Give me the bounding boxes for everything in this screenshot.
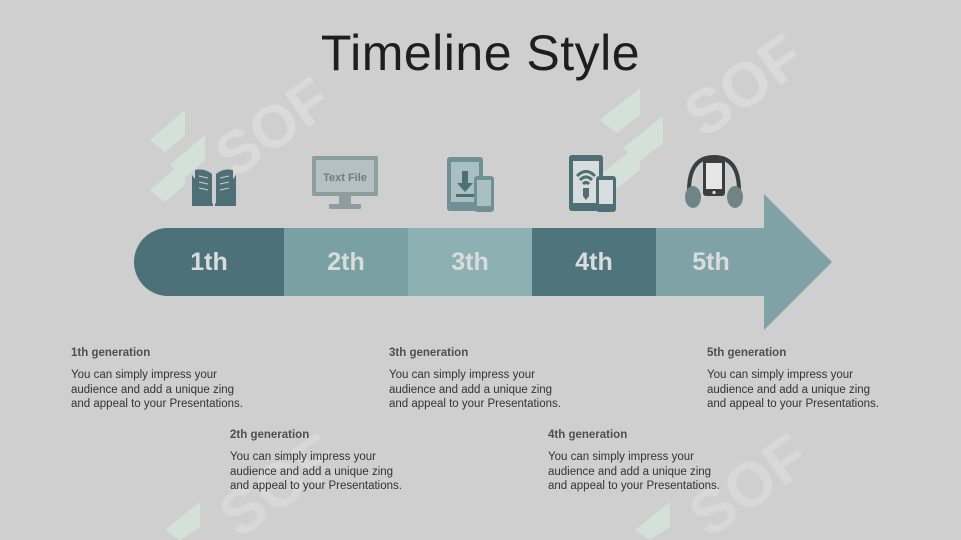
- segment-label: 2th: [327, 247, 365, 276]
- watermark-logo: SOF: [150, 380, 400, 540]
- segment-label: 5th: [692, 247, 730, 276]
- watermark-logo: SOF: [595, 0, 845, 210]
- generation-5: 5th generation You can simply impress yo…: [707, 347, 907, 412]
- generation-1: 1th generation You can simply impress yo…: [71, 347, 271, 412]
- timeline-segment-3: 3th: [408, 228, 532, 296]
- generation-description: You can simply impress your audience and…: [548, 451, 720, 492]
- generation-heading: 2th generation: [230, 429, 310, 441]
- timeline-segment-1: 1th: [134, 228, 284, 296]
- generation-4: 4th generation You can simply impress yo…: [548, 429, 748, 494]
- watermark-logo: SOF: [620, 380, 870, 540]
- generation-heading: 1th generation: [71, 347, 151, 359]
- generation-description: You can simply impress your audience and…: [71, 369, 243, 410]
- segment-label: 3th: [451, 247, 489, 276]
- devices-wifi-icon: [567, 154, 619, 214]
- timeline-segment-5: 5th: [656, 228, 766, 296]
- text-file-label: Text File: [323, 172, 367, 184]
- arrow-head: [764, 194, 834, 335]
- generation-2: 2th generation You can simply impress yo…: [230, 429, 430, 494]
- generation-heading: 3th generation: [389, 347, 469, 359]
- generation-description: You can simply impress your audience and…: [389, 369, 561, 410]
- book-icon: [191, 166, 237, 208]
- monitor-icon: Text File: [311, 155, 379, 211]
- generation-3: 3th generation You can simply impress yo…: [389, 347, 589, 412]
- page-title: Timeline Style: [320, 25, 641, 81]
- headphones-phone-icon: [683, 153, 745, 211]
- generation-description: You can simply impress your audience and…: [230, 451, 402, 492]
- timeline-segment-4: 4th: [532, 228, 656, 296]
- timeline-arrow: 1th 2th 3th 4th 5th: [0, 228, 961, 296]
- generation-description: You can simply impress your audience and…: [707, 369, 879, 410]
- tablet-download-icon: [446, 156, 496, 214]
- segment-label: 1th: [190, 247, 228, 276]
- segment-label: 4th: [575, 247, 613, 276]
- generation-heading: 4th generation: [548, 429, 628, 441]
- generation-heading: 5th generation: [707, 347, 787, 359]
- timeline-segment-2: 2th: [284, 228, 408, 296]
